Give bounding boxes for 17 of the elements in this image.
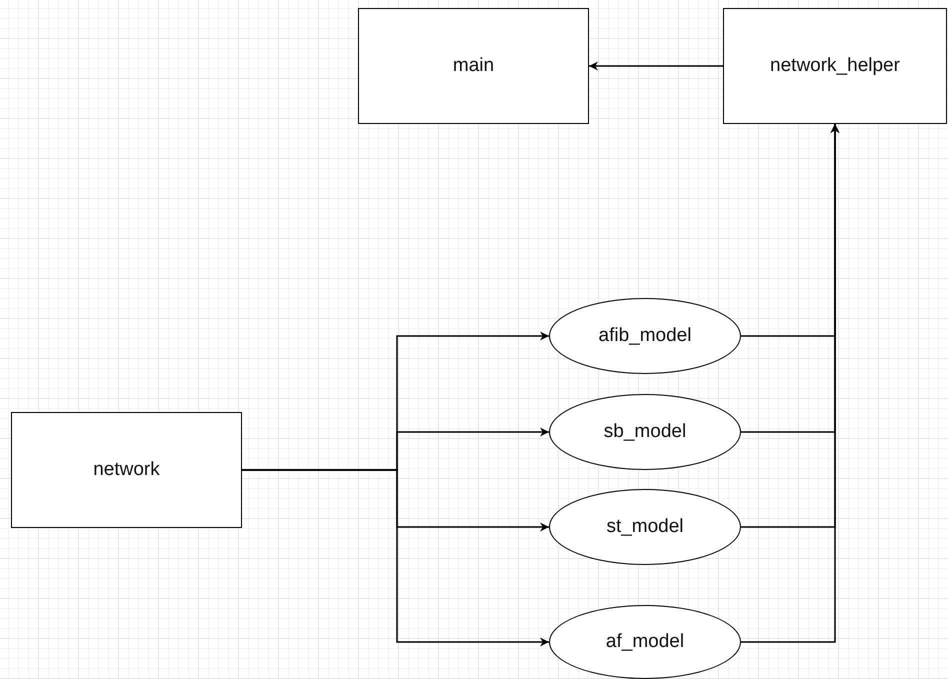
process-box bbox=[11, 412, 242, 528]
node-label: network_helper bbox=[769, 55, 901, 77]
node-label: afib_model bbox=[598, 325, 692, 347]
node-label: sb_model bbox=[602, 421, 688, 443]
model-ellipse bbox=[549, 489, 741, 565]
node-label: network bbox=[92, 459, 161, 481]
node-label: main bbox=[452, 55, 496, 77]
model-ellipse bbox=[549, 298, 741, 374]
process-box bbox=[358, 8, 589, 124]
model-ellipse bbox=[549, 605, 741, 679]
node-label: af_model bbox=[604, 631, 686, 653]
node-label: st_model bbox=[605, 516, 685, 538]
arrow bbox=[589, 62, 723, 70]
model-ellipse bbox=[549, 394, 741, 470]
process-box bbox=[723, 8, 947, 124]
arrow bbox=[242, 469, 549, 646]
arrow bbox=[741, 124, 840, 643]
